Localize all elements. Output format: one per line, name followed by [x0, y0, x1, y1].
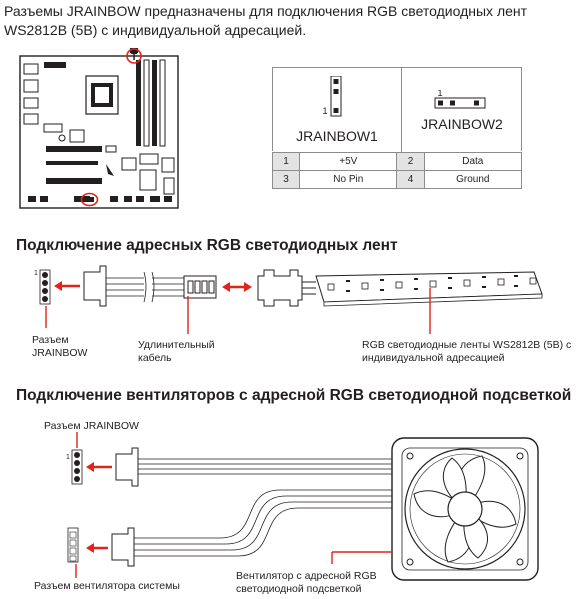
fan-rgb-plug: [115, 447, 139, 487]
caption-line: кабель: [138, 352, 172, 364]
extension-cable-wires: [106, 271, 184, 303]
pcie-slot-3: [46, 178, 102, 184]
caption-line: Разъем: [32, 334, 69, 346]
system-fan-header-icon: [67, 527, 79, 563]
fan-header-caption: Разъем JRAINBOW: [44, 420, 139, 432]
pinout-box: 1 JRAINBOW1 1 JRAINBOW2: [272, 67, 522, 152]
extension-cable-plug: [83, 265, 107, 307]
fan-rgb-header-pin-one: 1: [66, 454, 70, 461]
pcie-slot-1: [46, 146, 102, 152]
fan-rgb-cable: [138, 458, 392, 475]
strip-header-pin-one: 1: [34, 270, 38, 277]
system-fan-header-caption: Разъем вентилятора системы: [34, 580, 180, 592]
intro-line-2: WS2812B (5В) с индивидуальной адресацией…: [4, 22, 307, 38]
system-fan-plug: [111, 527, 135, 567]
pin-table-row: 1 +5V 2 Data: [271, 152, 523, 171]
caption-line: индивидуальной адресацией: [362, 352, 505, 364]
pin-number: 3: [271, 170, 301, 189]
jrainbow2-pin-header: 1: [434, 90, 486, 109]
strip-cable-caption: Удлинительный кабель: [138, 339, 215, 365]
rgb-fan: [391, 437, 539, 581]
motherboard-diagram: T: [19, 48, 179, 209]
jrainbow1-label: JRAINBOW1: [296, 128, 378, 144]
pin-table: 1 +5V 2 Data 3 No Pin 4 Ground: [271, 152, 523, 189]
intro-text: Разъемы JRAINBOW предназначены для подкл…: [4, 2, 574, 40]
rgb-fan-caption: Вентилятор с адресной RGB светодиодной п…: [236, 570, 377, 596]
pin-number: 1: [271, 152, 301, 171]
strip-header-caption: Разъем JRAINBOW: [32, 334, 87, 360]
jrainbow1-pin-header: 1: [322, 76, 342, 117]
caption-line: Удлинительный: [138, 339, 215, 351]
ram-slot-4: [159, 59, 166, 147]
fan-rgb-header-icon: [71, 449, 83, 485]
ram-slot-3: [152, 60, 157, 146]
caption-line: светодиодной подсветкой: [236, 583, 362, 595]
jrainbow2-label: JRAINBOW2: [421, 116, 503, 132]
pin-number: 2: [396, 152, 425, 171]
strip-header-icon: [39, 269, 51, 305]
extension-cable-connector: [183, 275, 217, 299]
caption-line: JRAINBOW: [32, 347, 88, 359]
ram-slot-1: [136, 60, 141, 146]
pin-number: 4: [396, 170, 425, 189]
pin-signal: No Pin: [299, 170, 398, 189]
strip-arrow-left: [54, 281, 80, 291]
pin-signal: Ground: [423, 170, 523, 189]
section-strip-title: Подключение адресных RGB светодиодных ле…: [16, 237, 398, 254]
caption-line: RGB светодиодные ленты WS2812B (5В) с: [362, 339, 572, 351]
fan-rgb-arrow: [86, 462, 112, 472]
fan-connection-diagram: 1: [66, 432, 539, 581]
pinout-divider: [401, 68, 402, 152]
caption-line: Вентилятор с адресной RGB: [236, 570, 377, 582]
strip-connection-diagram: 1: [34, 265, 543, 334]
pin-table-row: 3 No Pin 4 Ground: [271, 170, 523, 189]
strip-led-caption: RGB светодиодные ленты WS2812B (5В) с ин…: [362, 339, 571, 365]
jrainbow-bottom-highlight: [80, 192, 99, 207]
jrainbow-top-highlight: [126, 48, 142, 64]
led-strip: [315, 271, 543, 307]
pin-signal: Data: [423, 152, 523, 171]
board-marker-label: T: [131, 52, 137, 63]
strip-double-arrow: [222, 282, 252, 292]
ram-slot-2: [143, 59, 150, 147]
jrainbow2-pin-one: 1: [437, 90, 442, 98]
strip-connector: [257, 269, 316, 307]
pin-signal: +5V: [299, 152, 398, 171]
fan-power-cable: [134, 489, 400, 557]
system-fan-arrow: [86, 543, 108, 553]
section-fan-title: Подключение вентиляторов с адресной RGB …: [16, 387, 572, 404]
jrainbow1-pin-one: 1: [322, 106, 327, 116]
pcie-slot-2: [46, 161, 98, 165]
intro-line-1: Разъемы JRAINBOW предназначены для подкл…: [4, 3, 528, 19]
